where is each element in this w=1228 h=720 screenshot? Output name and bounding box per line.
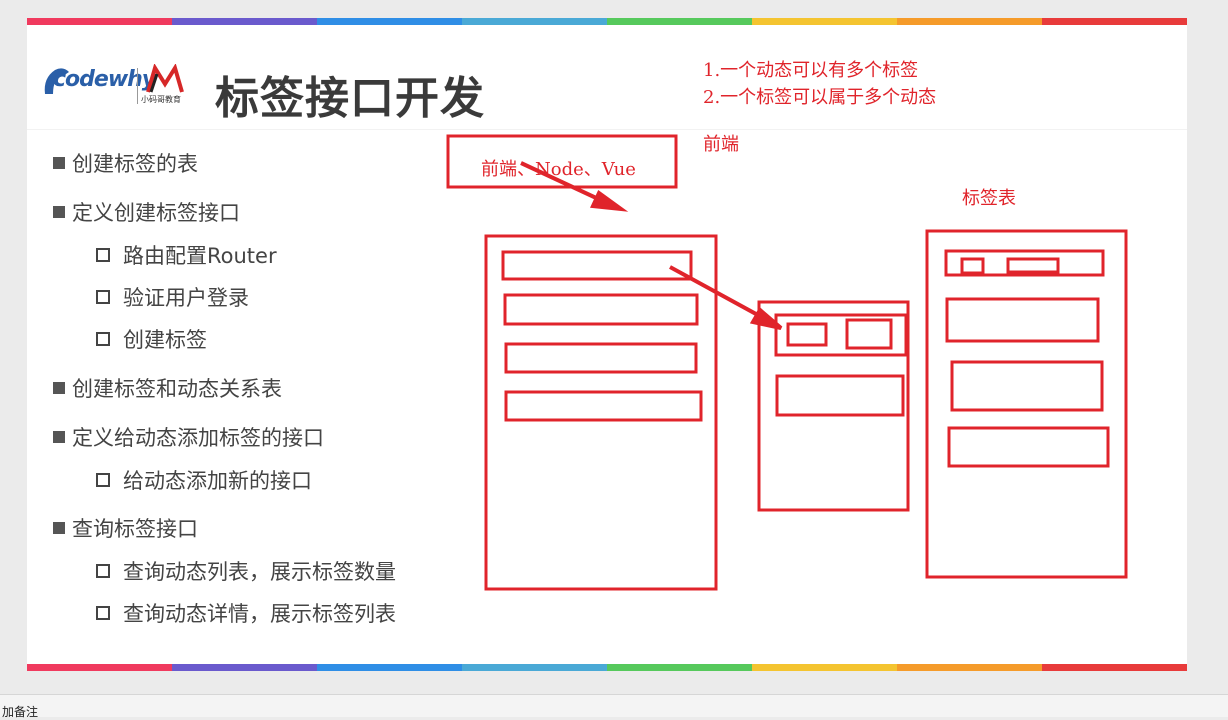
annotation-box-label: 前端、Node、Vue xyxy=(481,159,636,180)
frontend-row xyxy=(504,390,703,422)
tag-table-row xyxy=(950,360,1104,412)
brand-logo: codewhy 小码哥教育 xyxy=(41,64,201,110)
outline-item: 查询标签接口 xyxy=(53,513,198,543)
frontend-row xyxy=(501,250,693,281)
stripe-segment xyxy=(1042,664,1187,671)
outline-text: 路由配置Router xyxy=(123,244,277,268)
arrow-head-icon xyxy=(749,306,783,330)
stripe-segment xyxy=(317,18,462,25)
outline-text: 验证用户登录 xyxy=(123,286,249,310)
hollow-square-bullet-icon xyxy=(96,332,110,346)
outline-text: 创建标签的表 xyxy=(72,152,198,176)
notes-bar[interactable]: 加备注 xyxy=(0,694,1228,719)
relation-cell xyxy=(786,322,828,347)
frontend-row xyxy=(504,342,698,374)
tag-table-cell xyxy=(960,257,985,275)
square-bullet-icon xyxy=(53,157,65,169)
logo-brand-text: codewhy xyxy=(53,67,156,92)
tag-table-row xyxy=(944,249,1105,277)
annotation-note-1: 1.一个动态可以有多个标签 xyxy=(703,60,919,81)
stripe-segment xyxy=(462,18,607,25)
stripe-segment xyxy=(897,664,1042,671)
stripe-segment xyxy=(172,18,317,25)
relation-table-panel xyxy=(757,300,910,512)
bottom-color-stripe xyxy=(27,664,1187,671)
hollow-square-bullet-icon xyxy=(96,606,110,620)
arrow-line xyxy=(520,161,608,205)
outline-item: 创建标签和动态关系表 xyxy=(53,373,282,403)
stripe-segment xyxy=(1042,18,1187,25)
tag-table-row xyxy=(945,297,1100,343)
tag-table-row xyxy=(947,426,1110,468)
outline-text: 查询标签接口 xyxy=(72,517,198,541)
outline-text: 创建标签 xyxy=(123,328,207,352)
outline-text: 定义给动态添加标签的接口 xyxy=(72,426,324,450)
m-logo-icon xyxy=(146,64,184,93)
tag-table-cell xyxy=(1006,257,1060,274)
frontend-panel xyxy=(484,234,718,591)
outline-subitem: 创建标签 xyxy=(96,324,207,354)
sketch-drawing xyxy=(446,134,1128,591)
stripe-segment xyxy=(607,18,752,25)
label-box xyxy=(446,134,678,189)
stripe-segment xyxy=(27,664,172,671)
wolf-logo-icon xyxy=(44,68,69,94)
relation-row xyxy=(774,313,908,357)
outline-item: 定义创建标签接口 xyxy=(53,197,240,227)
slide-header xyxy=(27,25,1187,130)
square-bullet-icon xyxy=(53,522,65,534)
annotation-tag-table: 标签表 xyxy=(962,188,1016,209)
square-bullet-icon xyxy=(53,431,65,443)
annotation-frontend: 前端 xyxy=(703,134,739,155)
slide: codewhy 小码哥教育 标签接口开发 创建标签的表定义创建标签接口路由配置R… xyxy=(27,18,1187,671)
outline-subitem: 给动态添加新的接口 xyxy=(96,465,312,495)
slide-title: 标签接口开发 xyxy=(215,73,485,124)
arrow-head-icon xyxy=(590,189,629,212)
hollow-square-bullet-icon xyxy=(96,248,110,262)
hollow-square-bullet-icon xyxy=(96,290,110,304)
arrow-line xyxy=(669,265,768,322)
outline-text: 查询动态详情，展示标签列表 xyxy=(123,602,396,626)
relation-row xyxy=(775,374,905,417)
logo-subtitle: 小码哥教育 xyxy=(141,95,181,104)
stripe-segment xyxy=(172,664,317,671)
square-bullet-icon xyxy=(53,206,65,218)
stripe-segment xyxy=(752,18,897,25)
top-color-stripe xyxy=(27,18,1187,25)
tag-table-panel xyxy=(925,229,1128,579)
frontend-row xyxy=(503,293,699,326)
square-bullet-icon xyxy=(53,382,65,394)
outline-text: 给动态添加新的接口 xyxy=(123,469,312,493)
logo-divider xyxy=(137,68,138,104)
outline-subitem: 验证用户登录 xyxy=(96,282,249,312)
outline-subitem: 查询动态列表，展示标签数量 xyxy=(96,556,396,586)
hollow-square-bullet-icon xyxy=(96,473,110,487)
outline-text: 创建标签和动态关系表 xyxy=(72,377,282,401)
notes-placeholder[interactable]: 加备注 xyxy=(2,705,39,719)
relation-cell xyxy=(845,318,893,350)
hollow-square-bullet-icon xyxy=(96,564,110,578)
outline-subitem: 查询动态详情，展示标签列表 xyxy=(96,598,396,628)
stripe-segment xyxy=(462,664,607,671)
annotation-note-2: 2.一个标签可以属于多个动态 xyxy=(703,87,937,108)
stripe-segment xyxy=(897,18,1042,25)
stripe-segment xyxy=(27,18,172,25)
outline-text: 定义创建标签接口 xyxy=(72,201,240,225)
stripe-segment xyxy=(607,664,752,671)
outline-item: 定义给动态添加标签的接口 xyxy=(53,422,324,452)
stripe-segment xyxy=(752,664,897,671)
outline-subitem: 路由配置Router xyxy=(96,240,277,270)
outline-text: 查询动态列表，展示标签数量 xyxy=(123,560,396,584)
stripe-segment xyxy=(317,664,462,671)
outline-item: 创建标签的表 xyxy=(53,148,198,178)
